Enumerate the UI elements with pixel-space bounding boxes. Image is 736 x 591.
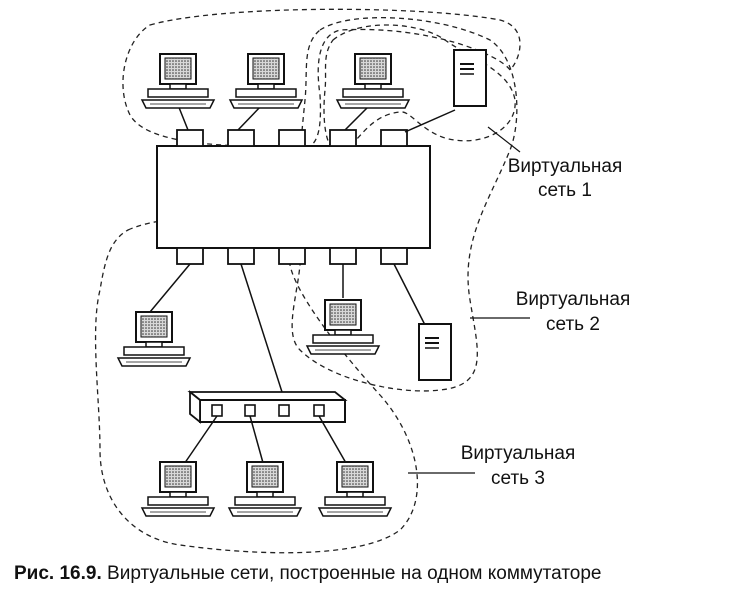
switch-port-top-5 [380, 129, 408, 147]
top-group-boundary [122, 8, 521, 149]
switch-port-bottom-1 [176, 247, 204, 265]
switch-port-top-2 [227, 129, 255, 147]
server-icon [418, 323, 452, 381]
figure-caption: Рис. 16.9. Виртуальные сети, построенные… [14, 563, 734, 585]
switch-port-bottom-4 [329, 247, 357, 265]
switch-port-bottom-5 [380, 247, 408, 265]
label-leaders [408, 126, 530, 474]
hub-port-2 [244, 404, 256, 417]
pc-icon [228, 461, 302, 517]
main-switch [156, 129, 431, 265]
vlan1-label-line1: Виртуальная [508, 156, 623, 177]
server-icon [453, 49, 487, 107]
vlan3-label-line2: сеть 3 [491, 468, 545, 489]
switch-port-bottom-2 [227, 247, 255, 265]
pc-icon [141, 53, 215, 109]
caption-text: Виртуальные сети, построенные на одном к… [101, 563, 602, 584]
vlan3-label-line1: Виртуальная [461, 443, 576, 464]
pc-icon [117, 311, 191, 367]
pc-icon [306, 299, 380, 355]
vlan2-label-line1: Виртуальная [516, 289, 631, 310]
caption-prefix: Рис. 16.9. [14, 563, 102, 584]
switch-port-top-1 [176, 129, 204, 147]
switch-port-top-4 [329, 129, 357, 147]
secondary-switch [187, 390, 348, 424]
hub-port-1 [211, 404, 223, 417]
pc-icon [229, 53, 303, 109]
hub-port-3 [278, 404, 290, 417]
switch-port-bottom-3 [278, 247, 306, 265]
pc-icon [141, 461, 215, 517]
vlan1-label-line2: сеть 1 [538, 180, 592, 201]
hub-port-4 [313, 404, 325, 417]
vlan2-label-line2: сеть 2 [546, 314, 600, 335]
pc-icon [336, 53, 410, 109]
switch-port-top-3 [278, 129, 306, 147]
pc-icon [318, 461, 392, 517]
